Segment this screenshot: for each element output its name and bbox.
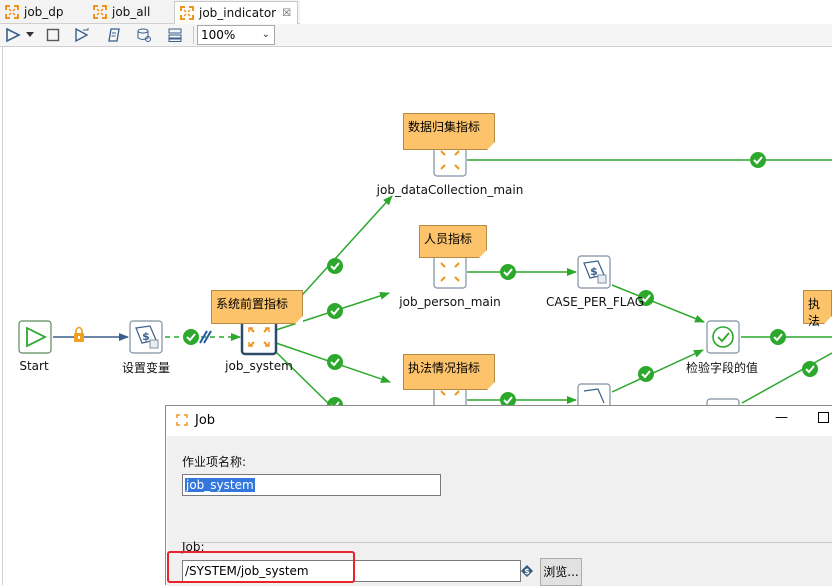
layout-icon [168, 28, 182, 42]
run-options-dropdown[interactable] [23, 26, 37, 44]
dialog-title: Job [195, 413, 216, 428]
hop-right-lower-to-check[interactable] [741, 352, 832, 404]
start-node[interactable] [18, 320, 52, 354]
dialog-separator [181, 542, 832, 543]
success-check-icon [500, 392, 516, 408]
job-dialog: Job — 作业项名称: job_system Job: /SYSTEM/job… [165, 405, 832, 586]
zoom-value: 100% [201, 28, 236, 42]
maximize-button[interactable] [818, 412, 829, 423]
browse-button[interactable]: 浏览... [540, 558, 582, 586]
success-check-icon [327, 303, 343, 319]
svg-text:$: $ [590, 265, 598, 278]
job-entry-name-value: job_system [185, 478, 255, 492]
sql-button[interactable] [134, 26, 154, 44]
preview-button[interactable] [72, 26, 92, 44]
job-person-label: job_person_main [399, 295, 501, 309]
success-check-icon [638, 366, 654, 382]
success-check-icon [750, 152, 766, 168]
set-variables-label: 设置变量 [121, 361, 171, 375]
tab-label: job_dp [24, 5, 64, 19]
case-per-flag-node[interactable]: $ [577, 255, 611, 289]
success-check-icon [802, 361, 818, 377]
dropdown-icon [26, 32, 34, 37]
dialog-titlebar[interactable]: Job — [166, 406, 832, 436]
chevron-down-icon: ⌄ [261, 29, 270, 40]
note-enforcement-cut[interactable]: 执法 [803, 290, 832, 328]
note-data-collection[interactable]: 数据归集指标 [403, 113, 495, 150]
job-icon [5, 5, 19, 19]
job-datacollection-label: job_dataCollection_main [376, 183, 524, 197]
parallel-icon [199, 330, 212, 344]
job-icon [248, 327, 270, 347]
variable-icon: $ [521, 565, 533, 577]
job-path-label: Job: [182, 540, 205, 554]
note-enforcement[interactable]: 执法情况指标 [403, 354, 495, 390]
tab-job-all[interactable]: job_all [88, 1, 156, 23]
set-variables-node[interactable]: $ [129, 320, 163, 354]
run-button[interactable] [3, 26, 23, 44]
svg-text:$: $ [142, 330, 150, 343]
job-person-node[interactable] [433, 255, 467, 289]
success-check-icon [327, 258, 343, 274]
preview-icon [75, 27, 89, 43]
layout-button[interactable] [165, 26, 185, 44]
close-icon[interactable]: ☒ [282, 7, 292, 19]
start-icon [26, 326, 48, 348]
hop-caseperflag-to-check[interactable] [611, 284, 705, 323]
minimize-button[interactable]: — [775, 410, 788, 425]
check-fields-node[interactable] [706, 320, 740, 354]
note-person[interactable]: 人员指标 [419, 225, 487, 258]
dialog-body: 作业项名称: job_system Job: /SYSTEM/job_syste… [167, 436, 832, 586]
start-label: Start [19, 359, 49, 373]
success-check-icon [770, 329, 786, 345]
canvas-left-border [2, 47, 3, 585]
case-per-flag-label: CASE_PER_FLAG [545, 295, 645, 309]
note-system-pre[interactable]: 系统前置指标 [211, 290, 303, 324]
tab-bar-empty-area [300, 0, 832, 24]
tab-job-dp[interactable]: job_dp [0, 1, 70, 23]
editor-toolbar: 100% ⌄ [0, 24, 832, 47]
tab-label: job_indicator [199, 6, 277, 20]
highlight-box [167, 551, 355, 583]
stop-button[interactable] [43, 26, 63, 44]
job-path-input[interactable]: /SYSTEM/job_system [182, 560, 521, 582]
tab-label: job_all [112, 5, 151, 19]
hop-jobsystem-down[interactable] [273, 349, 331, 406]
svg-text:$: $ [524, 567, 530, 576]
job-icon [93, 5, 107, 19]
run-icon [6, 27, 21, 43]
toolbar-separator [193, 26, 194, 44]
success-check-icon [183, 329, 199, 345]
sql-icon [137, 28, 151, 42]
job-icon [180, 6, 194, 20]
replay-button[interactable] [104, 26, 124, 44]
job-entry-name-label: 作业项名称: [182, 455, 247, 469]
zoom-select[interactable]: 100% ⌄ [197, 25, 275, 45]
job-system-node[interactable] [240, 318, 278, 356]
job-system-label: job_system [225, 359, 293, 373]
lock-icon [74, 326, 84, 342]
job-entry-name-input[interactable]: job_system [182, 474, 441, 496]
stop-icon [46, 28, 60, 42]
success-check-icon [500, 264, 516, 280]
success-check-icon [327, 354, 343, 370]
success-check-icon [638, 290, 654, 306]
job-datacollection-node[interactable] [433, 143, 467, 177]
job-icon [176, 414, 188, 426]
editor-tab-bar: job_dp job_all job_indicator ☒ [0, 0, 832, 24]
check-fields-label: 检验字段的值 [685, 361, 759, 375]
hop-lower-to-check[interactable] [611, 349, 704, 393]
replay-icon [108, 28, 120, 42]
tab-job-indicator[interactable]: job_indicator ☒ [174, 1, 299, 24]
